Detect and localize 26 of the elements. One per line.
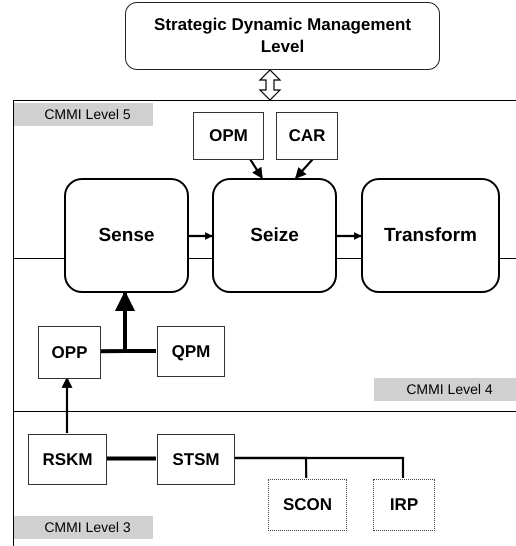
dashed-process-box: IRP — [373, 479, 435, 531]
phase-box: Sense — [64, 178, 189, 293]
process-box: OPM — [193, 112, 264, 160]
level-band — [13, 258, 516, 411]
arrow — [249, 158, 263, 179]
connector-line — [106, 456, 156, 460]
level-tag: CMMI Level 3 — [14, 516, 153, 539]
level-tag: CMMI Level 5 — [14, 103, 153, 126]
arrow — [337, 232, 362, 240]
process-box: QPM — [157, 326, 225, 377]
level-tag: CMMI Level 4 — [374, 378, 516, 401]
process-box: OPP — [38, 326, 101, 379]
arrow — [115, 291, 156, 353]
process-box: CAR — [276, 112, 338, 160]
phase-box: Transform — [361, 178, 500, 293]
phase-box: Seize — [212, 178, 337, 293]
arrow — [189, 232, 213, 240]
connector-line — [234, 456, 404, 478]
process-box: STSM — [157, 434, 235, 485]
arrow — [294, 158, 314, 179]
dashed-process-box: SCON — [268, 479, 347, 531]
double-arrow — [258, 69, 282, 101]
level-band — [13, 411, 516, 546]
process-box: RSKM — [28, 434, 107, 485]
level-box: Strategic Dynamic Management Level — [125, 2, 440, 70]
arrow — [62, 376, 72, 433]
